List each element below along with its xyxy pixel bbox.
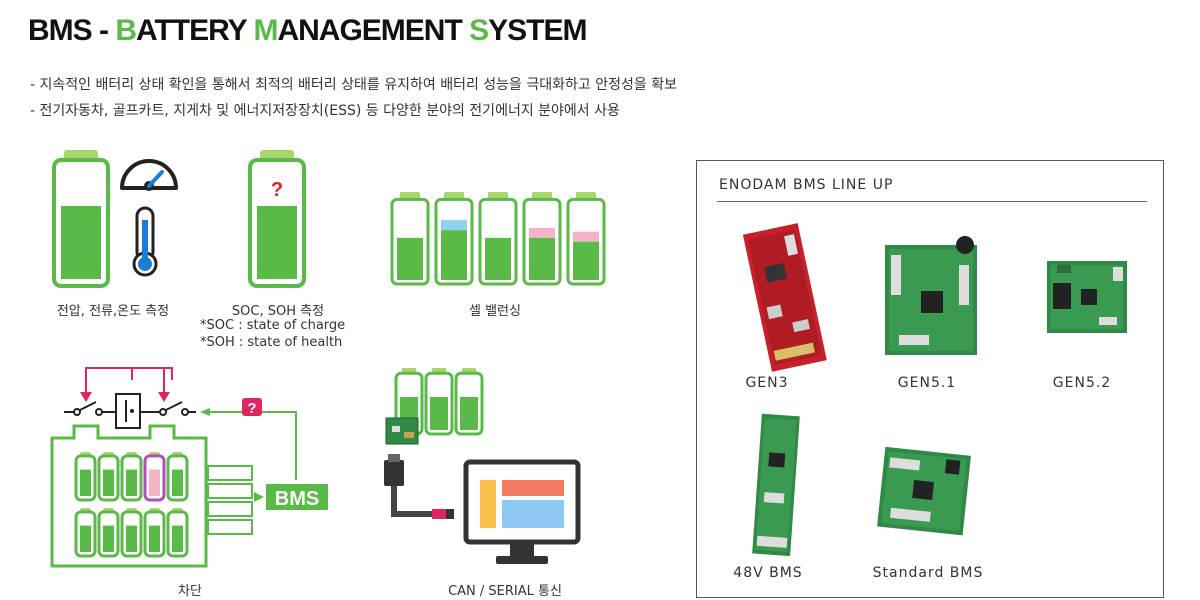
gen5-2-board-image xyxy=(1047,261,1127,333)
cutoff-graphic: ? BMS xyxy=(50,367,328,568)
cutoff-question-icon: ? xyxy=(247,400,256,417)
lineup-panel: ENODAM BMS LINE UP GEN3 GEN5.1 GEN5.2 xyxy=(696,160,1164,598)
question-mark-icon: ? xyxy=(271,179,283,201)
pack-cell xyxy=(74,452,97,502)
pack-cell xyxy=(166,452,189,502)
gen3-board-image xyxy=(742,223,827,372)
balance-cell xyxy=(522,192,562,286)
standard-bms-board-image xyxy=(877,446,971,536)
lineup-divider xyxy=(717,201,1147,202)
title-part: ANAGEMENT xyxy=(277,14,470,47)
48v-bms-label: 48V BMS xyxy=(733,565,803,581)
title-part: S xyxy=(469,14,489,47)
bullet-1: - 지속적인 배터리 상태 확인을 통해서 최적의 배터리 상태를 유지하여 배… xyxy=(30,77,677,93)
gen5-1-board-image xyxy=(885,236,977,355)
title-part: B xyxy=(115,14,137,47)
cutoff-label: 차단 xyxy=(178,584,202,599)
soc-label: SOC, SOH 측정 xyxy=(231,304,325,319)
balance-cell xyxy=(390,192,430,286)
gen5-1-label: GEN5.1 xyxy=(897,375,957,391)
pack-cell xyxy=(143,452,166,502)
bullet-2: - 전기자동차, 골프카트, 지게차 및 에너지저장장치(ESS) 등 다양한 … xyxy=(30,103,620,119)
pack-cell xyxy=(120,452,143,502)
title-part: M xyxy=(253,14,278,47)
comm-label: CAN / SERIAL 통신 xyxy=(448,584,562,599)
balance-label: 셀 밸런싱 xyxy=(469,304,521,319)
battery-soc-icon: ? xyxy=(248,150,306,288)
comm-cell xyxy=(424,368,454,436)
balance-cell xyxy=(478,192,518,286)
gen3-label: GEN3 xyxy=(745,375,789,391)
measure-label: 전압, 전류,온도 측정 xyxy=(56,304,170,319)
communication-graphic xyxy=(384,368,581,564)
pack-cell xyxy=(120,508,143,558)
balance-cell xyxy=(566,192,606,286)
standard-bms-label: Standard BMS xyxy=(872,565,984,581)
lineup-title: ENODAM BMS LINE UP xyxy=(719,177,894,193)
pack-cell xyxy=(97,508,120,558)
balance-cell xyxy=(434,192,474,286)
gauge-icon xyxy=(120,159,178,191)
pack-cell xyxy=(97,452,120,502)
pack-cell xyxy=(166,508,189,558)
bms-label: BMS xyxy=(275,488,319,510)
thermometer-icon xyxy=(132,206,158,277)
page-title: BMS - BATTERY MANAGEMENT SYSTEM xyxy=(28,14,588,48)
comm-cell xyxy=(454,368,484,436)
description-list: - 지속적인 배터리 상태 확인을 통해서 최적의 배터리 상태를 유지하여 배… xyxy=(30,72,677,124)
title-part: BMS - xyxy=(28,14,116,47)
battery-icon xyxy=(52,150,110,288)
soh-note: *SOH : state of health xyxy=(200,335,343,350)
pack-cell xyxy=(143,508,166,558)
title-part: ATTERY xyxy=(136,14,254,47)
gen5-2-label: GEN5.2 xyxy=(1052,375,1112,391)
48v-bms-board-image xyxy=(752,413,800,557)
pack-cell xyxy=(74,508,97,558)
title-part: YSTEM xyxy=(488,14,587,47)
soc-note: *SOC : state of charge xyxy=(200,318,346,333)
cell-balancing-graphic xyxy=(390,192,606,286)
